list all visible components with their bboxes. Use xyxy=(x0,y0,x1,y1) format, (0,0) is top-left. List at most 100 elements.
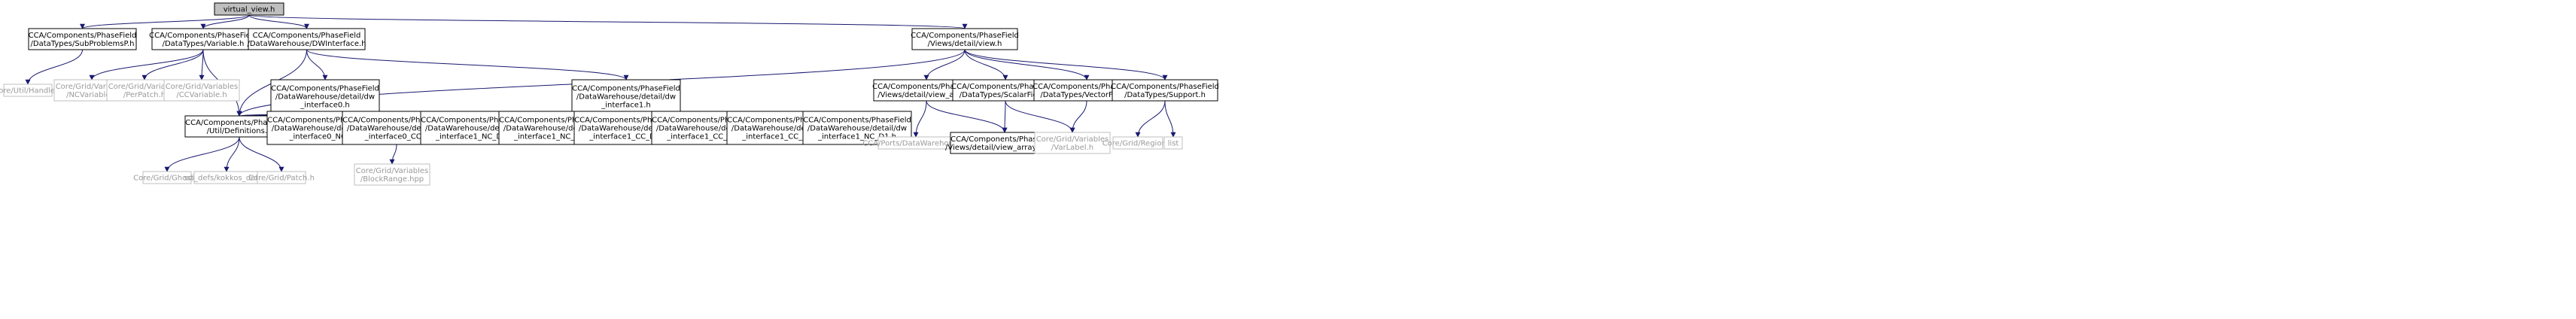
node-dwi0-box xyxy=(270,79,380,114)
node-dwi0-label-line-2: _interface0.h xyxy=(300,102,349,110)
node-patch-label-line-0: Core/Grid/Patch.h xyxy=(248,175,315,183)
edge-subproblemsp-to-handle xyxy=(25,49,83,85)
node-vectorfield-label-line-0: CCA/Components/PhaseField xyxy=(1033,83,1141,91)
node-dwi1_nc_d2-label-line-1: /DataWarehouse/detail/dw xyxy=(425,125,525,133)
node-view_array-label-line-0: CCA/Components/PhaseField xyxy=(872,83,981,91)
node-view_array-label-line-1: /Views/detail/view_array.h xyxy=(877,91,975,99)
node-support-box xyxy=(1112,79,1218,102)
edge-variable-to-perpatch xyxy=(141,49,204,81)
node-root-box xyxy=(214,2,284,16)
node-subproblemsp-box xyxy=(28,28,137,50)
node-patch-box xyxy=(257,171,306,184)
node-dwi0_cc-label-line-0: CCA/Components/PhaseField xyxy=(342,117,451,125)
node-subproblemsp-label-line-1: /DataTypes/SubProblemsP.h xyxy=(31,40,135,48)
node-dwi0_nc-label-line-0: CCA/Components/PhaseField xyxy=(267,117,376,125)
node-perpatch-label-line-0: Core/Grid/Variables xyxy=(108,83,181,91)
node-blockrange: Core/Grid/Variables/BlockRange.hpp xyxy=(354,163,430,186)
node-varlabel-label-line-1: /VarLabel.h xyxy=(1051,144,1093,152)
node-view_array_view-label-line-1: /Views/detail/view_array_view.h xyxy=(945,144,1064,152)
nodes-layer: virtual_view.hCCA/Components/PhaseField/… xyxy=(0,2,1219,186)
node-dwi1_cc_d1-label-line-2: _interface1_CC_D1.h xyxy=(588,133,668,141)
node-subproblemsp[interactable]: CCA/Components/PhaseField/DataTypes/SubP… xyxy=(28,28,137,50)
node-dwi1_cc_d2-label-line-1: /DataWarehouse/detail/dw xyxy=(656,125,756,133)
node-dwi0_cc-label-line-2: _interface0_CC.h xyxy=(364,133,428,141)
node-dwi0_nc-label-line-1: /DataWarehouse/detail/dw xyxy=(272,125,371,133)
node-view-label-line-1: /Views/detail/view.h xyxy=(928,40,1002,48)
edge-view_array-to-view_array_view xyxy=(926,100,1008,133)
node-dwi0[interactable]: CCA/Components/PhaseField/DataWarehouse/… xyxy=(270,79,380,114)
node-dwi1_nc_d3-label-line-2: _interface1_NC_D3.h xyxy=(513,133,592,141)
node-ccvariable-label-line-1: /CCVariable.h xyxy=(176,91,227,99)
edge-view_array-to-datawarehouse xyxy=(913,100,927,138)
edge-variable-to-ccvariable xyxy=(199,49,205,81)
node-dwi1_nc_d3-label-line-1: /DataWarehouse/detail/dw xyxy=(503,125,603,133)
node-dwi1_nc_d1-label-line-1: /DataWarehouse/detail/dw xyxy=(807,125,907,133)
edge-scalarfield-to-varlabel xyxy=(1005,100,1075,133)
edge-definitions-to-ghost xyxy=(164,136,240,172)
node-dwi1_cc_d3-label-line-2: _interface1_CC_D3.h xyxy=(741,133,820,141)
node-dwi1-label-line-2: _interface1.h xyxy=(601,102,650,110)
node-dwi1[interactable]: CCA/Components/PhaseField/DataWarehouse/… xyxy=(571,79,681,114)
node-dwinterface-label-line-1: /DataWarehouse/DWInterface.h xyxy=(247,40,366,48)
node-ccvariable: Core/Grid/Variables/CCVariable.h xyxy=(163,79,240,102)
node-variable[interactable]: CCA/Components/PhaseField/DataTypes/Vari… xyxy=(149,28,257,50)
node-dwi1_cc_d3-label-line-0: CCA/Components/PhaseField xyxy=(727,117,835,125)
node-ghost-label-line-0: Core/Grid/Ghost.h xyxy=(133,175,201,183)
node-dwinterface-box xyxy=(248,28,366,50)
node-dwi1_cc_d1-label-line-1: /DataWarehouse/detail/dw xyxy=(579,125,678,133)
node-ncvariable-label-line-0: Core/Grid/Variables xyxy=(56,83,129,91)
node-dwi1_nc_d1-label-line-2: _interface1_NC_D1.h xyxy=(817,133,896,141)
node-variable-box xyxy=(151,28,255,50)
node-handle-box xyxy=(3,84,53,97)
node-blockrange-box xyxy=(354,163,430,186)
node-support[interactable]: CCA/Components/PhaseField/DataTypes/Supp… xyxy=(1111,79,1219,102)
edge-root-to-dwinterface xyxy=(248,14,309,29)
node-dwi1_cc_d1-label-line-0: CCA/Components/PhaseField xyxy=(574,117,683,125)
node-vectorfield-label-line-1: /DataTypes/VectorField.h xyxy=(1040,91,1133,99)
node-ghost-box xyxy=(142,171,192,184)
edge-definitions-to-patch xyxy=(239,136,284,172)
node-view[interactable]: CCA/Components/PhaseField/Views/detail/v… xyxy=(911,28,1019,50)
node-dwi0_cc-label-line-1: /DataWarehouse/detail/dw xyxy=(347,125,446,133)
node-view_array_view-label-line-0: CCA/Components/PhaseField xyxy=(950,135,1059,144)
node-dwi0-label-line-1: /DataWarehouse/detail/dw xyxy=(275,93,375,102)
node-support-label-line-0: CCA/Components/PhaseField xyxy=(1111,83,1219,91)
node-handle-label-line-0: Core/Util/Handle.h xyxy=(0,87,62,96)
node-dwi1_cc_d3-label-line-1: /DataWarehouse/detail/dw xyxy=(731,125,831,133)
node-ccvariable-label-line-0: Core/Grid/Variables xyxy=(166,83,239,91)
node-root[interactable]: virtual_view.h xyxy=(214,2,284,16)
node-region: Core/Grid/Region.h xyxy=(1102,136,1173,150)
edge-dwinterface-to-dwi0 xyxy=(306,49,328,81)
node-dwi1_nc_d2-label-line-0: CCA/Components/PhaseField xyxy=(421,117,529,125)
node-dwi1_nc_d3-label-line-0: CCA/Components/PhaseField xyxy=(499,117,607,125)
node-ccvariable-box xyxy=(163,79,240,102)
node-dwi0-label-line-0: CCA/Components/PhaseField xyxy=(271,85,379,93)
node-scalarfield-label-line-1: /DataTypes/ScalarField.h xyxy=(960,91,1051,99)
node-handle: Core/Util/Handle.h xyxy=(0,84,62,97)
node-perpatch-label-line-1: /PerPatch.h xyxy=(123,91,166,99)
edge-view-to-support xyxy=(964,49,1168,81)
node-dwi1-label-line-1: /DataWarehouse/detail/dw xyxy=(576,93,676,102)
edge-variable-to-ncvariable xyxy=(89,49,204,81)
node-dwi1_cc_d2-label-line-2: _interface1_CC_D2.h xyxy=(666,133,745,141)
node-list-label-line-0: list xyxy=(1168,140,1179,148)
edge-root-to-view xyxy=(248,14,967,29)
node-ncvariable-label-line-1: /NCVariable.h xyxy=(66,91,117,99)
node-subproblemsp-label-line-0: CCA/Components/PhaseField xyxy=(29,32,137,40)
node-view-label-line-0: CCA/Components/PhaseField xyxy=(911,32,1019,40)
node-varlabel-label-line-0: Core/Grid/Variables xyxy=(1036,135,1109,144)
node-dwinterface[interactable]: CCA/Components/PhaseField/DataWarehouse/… xyxy=(247,28,366,50)
node-scalarfield-label-line-0: CCA/Components/PhaseField xyxy=(951,83,1060,91)
node-dwi1-label-line-0: CCA/Components/PhaseField xyxy=(572,85,680,93)
node-root-label-line-0: virtual_view.h xyxy=(224,6,275,14)
node-datawarehouse-label-line-0: CCA/Ports/DataWarehouse.h xyxy=(862,140,969,148)
edge-support-to-region xyxy=(1135,100,1166,138)
node-view-box xyxy=(911,28,1018,50)
node-support-label-line-1: /DataTypes/Support.h xyxy=(1124,91,1206,99)
node-kokkos_defs-label-line-0: sci_defs/kokkos_defs.h xyxy=(184,175,269,183)
node-dwi1_nc_d1-label-line-0: CCA/Components/PhaseField xyxy=(803,117,911,125)
node-list: list xyxy=(1163,136,1183,150)
edge-root-to-variable xyxy=(200,14,250,29)
edge-root-to-subproblemsp xyxy=(80,14,250,29)
